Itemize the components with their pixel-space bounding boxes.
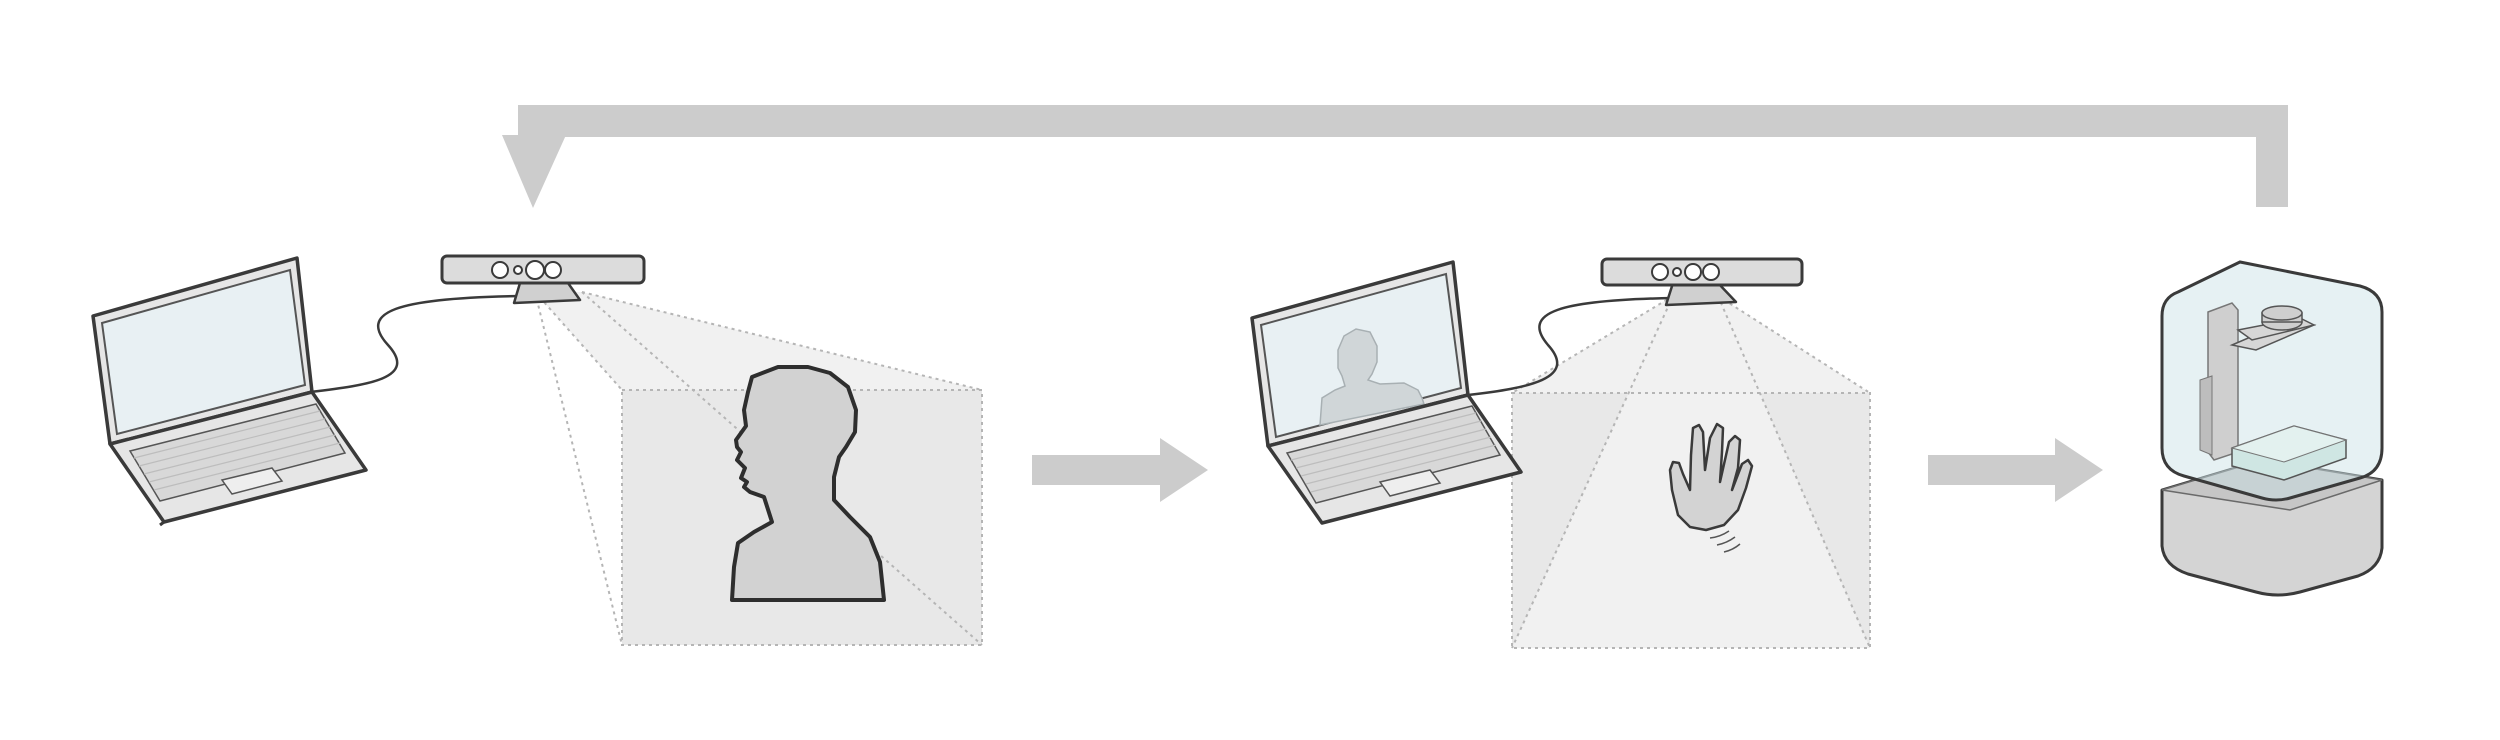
camera-cable — [309, 294, 521, 394]
depth-camera-icon — [1600, 257, 1804, 307]
laptop-icon — [91, 256, 368, 527]
hand-gesture-icon — [1668, 422, 1754, 553]
arrow-gesture-to-print — [1928, 438, 2103, 502]
stage-gesture-control — [1250, 257, 1871, 649]
head-and-shoulders-silhouette — [730, 365, 886, 602]
3d-printer-icon — [2160, 260, 2384, 597]
camera-cable — [1467, 296, 1674, 397]
user-avatar-on-screen — [1319, 328, 1425, 426]
laptop-icon — [1250, 260, 1523, 525]
stage-scan-setup — [91, 254, 983, 646]
arrow-scan-to-gesture — [1032, 438, 1208, 502]
depth-camera-icon — [440, 254, 646, 305]
feedback-arrow-print-to-scan — [502, 105, 2288, 208]
